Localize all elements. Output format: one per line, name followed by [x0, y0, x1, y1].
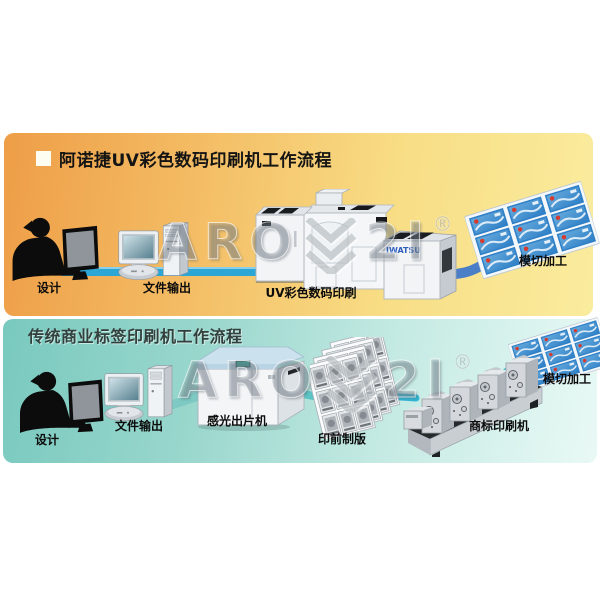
title-bullet-square	[36, 151, 51, 166]
uv-printing-label: UV彩色数码印刷	[265, 286, 357, 300]
desktop-computer-icon	[104, 365, 173, 422]
imagesetter-label: 感光出片机	[206, 414, 268, 428]
imagesetter-icon	[197, 346, 305, 431]
file-output-label: 文件输出	[142, 281, 192, 295]
designer-silhouette-icon	[20, 371, 104, 433]
uv-panel-title: 阿诺捷UV彩色数码印刷机工作流程	[59, 151, 332, 171]
film-stack-icon	[310, 337, 410, 439]
label-sheet-icon	[464, 181, 600, 279]
die-cutting-label-bottom: 模切加工	[542, 372, 592, 386]
design-label: 设计	[36, 281, 62, 295]
design-label-bottom: 设计	[34, 433, 60, 447]
label-press-icon	[403, 355, 543, 457]
label-press-label: 商标印刷机	[468, 419, 530, 433]
traditional-panel-title: 传统商业标签印刷机工作流程	[28, 327, 243, 346]
press-brand-text: IWATSU	[386, 246, 421, 255]
designer-silhouette-icon	[12, 217, 99, 281]
desktop-computer-icon	[118, 222, 189, 280]
die-cutting-label-top: 模切加工	[518, 254, 568, 268]
file-output-label-bottom: 文件输出	[114, 419, 164, 433]
plate-making-label: 印前制版	[317, 432, 367, 446]
uv-panel-title-row: 阿诺捷UV彩色数码印刷机工作流程	[36, 146, 332, 171]
